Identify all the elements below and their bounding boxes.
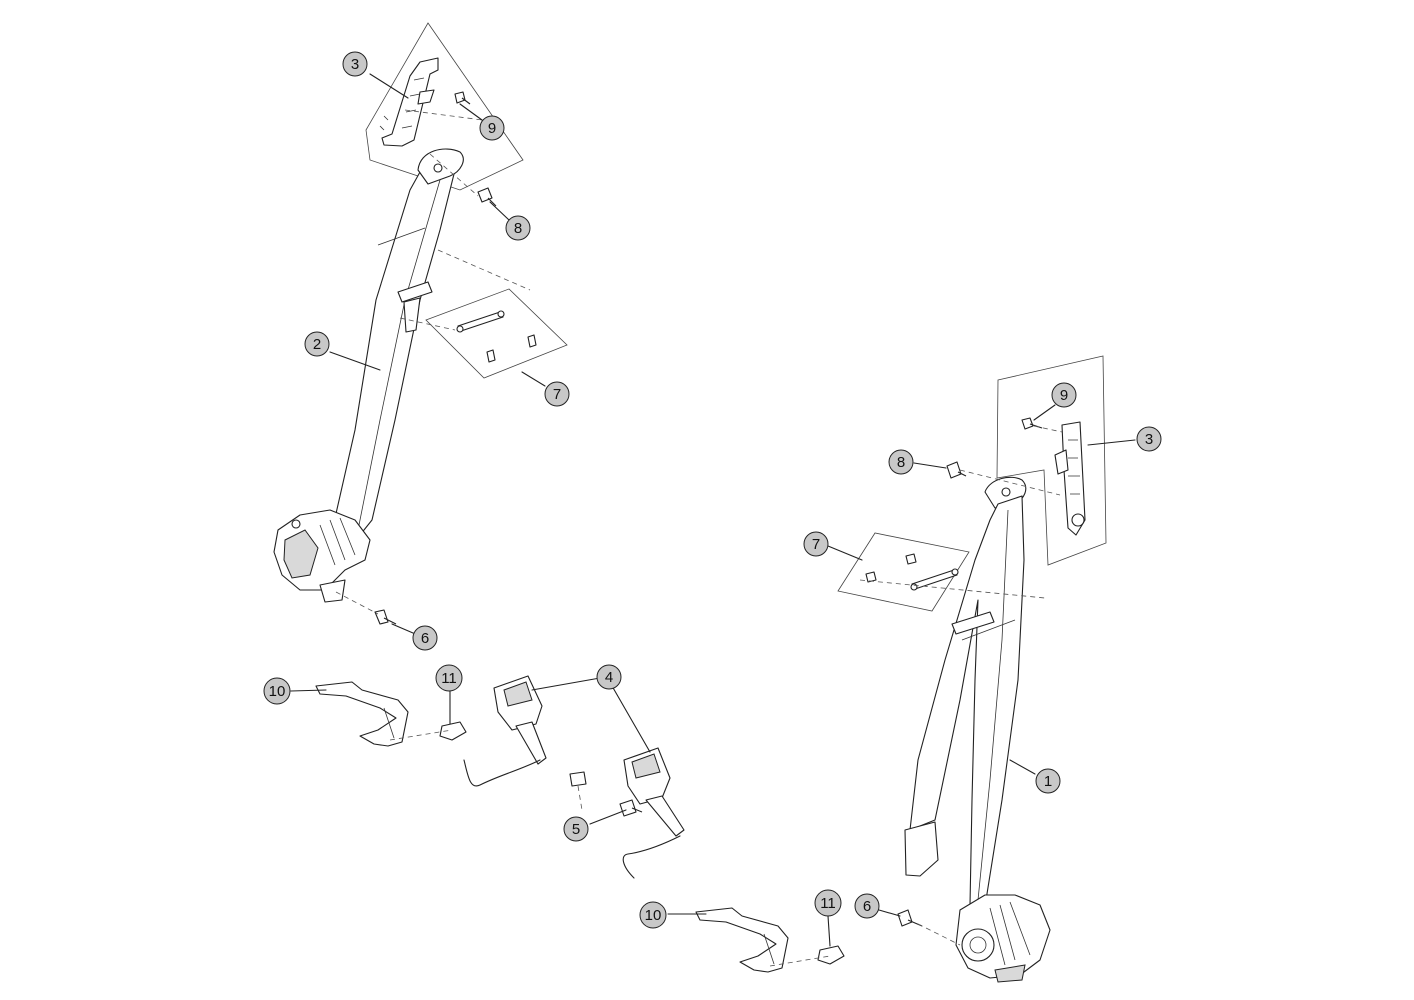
- callout-label-5: 5: [572, 821, 580, 838]
- callout-label-7-left: 7: [553, 386, 561, 403]
- right-seat-belt-assembly: [837, 355, 1107, 983]
- callout-label-3-left: 3: [351, 56, 359, 73]
- callout-4: 4: [596, 664, 622, 690]
- callout-label-10-left: 10: [269, 683, 286, 700]
- left-buckle-clip-11: [439, 721, 467, 741]
- buckle-assemblies: [315, 675, 845, 973]
- buckle-bolt-5-lower: [619, 799, 643, 817]
- upper-seat-buckle-4: [463, 675, 547, 787]
- callout-label-6-right: 6: [863, 898, 871, 915]
- callout-11-left: 11: [435, 664, 463, 692]
- left-bolt-kit-panel-7: [425, 288, 568, 379]
- left-belt-slider: [397, 281, 433, 303]
- left-belt-webbing: [329, 164, 456, 546]
- right-bolt-kit-panel-7: [837, 532, 970, 612]
- callout-3-right: 3: [1136, 426, 1162, 452]
- right-belt-slider: [951, 611, 995, 635]
- callout-2: 2: [304, 331, 330, 357]
- right-buckle-bracket-10: [695, 907, 789, 973]
- callout-label-4: 4: [605, 669, 613, 686]
- callout-label-8-left: 8: [514, 220, 522, 237]
- callout-6-right: 6: [854, 893, 880, 919]
- lower-seat-buckle-4: [622, 747, 685, 879]
- callout-label-11-left: 11: [441, 670, 457, 687]
- left-height-adjuster-part: [379, 57, 439, 147]
- left-kit-rod: [457, 311, 504, 332]
- right-height-adjuster-part: [1054, 421, 1086, 536]
- callout-6-left: 6: [412, 625, 438, 651]
- callout-11-right: 11: [814, 889, 842, 917]
- left-adjuster-detail-panel: [365, 22, 524, 191]
- left-seat-belt-assembly: [273, 22, 568, 625]
- right-belt-webbing: [909, 495, 1025, 906]
- right-adjuster-bolt-9: [1021, 417, 1043, 430]
- callout-label-2: 2: [313, 336, 321, 353]
- left-buckle-bracket-10: [315, 681, 409, 747]
- callout-label-3-right: 3: [1145, 431, 1153, 448]
- buckle-bolt-5-upper: [569, 771, 587, 787]
- left-retractor-bolt-6: [374, 609, 397, 625]
- right-belt-tongue-end: [904, 821, 939, 877]
- callout-leaders: [290, 73, 1136, 947]
- callout-1: 1: [1035, 768, 1061, 794]
- callout-label-9-left: 9: [488, 120, 496, 137]
- right-kit-rod: [911, 569, 958, 590]
- right-retractor-bolt-6: [897, 909, 923, 927]
- callout-label-9-right: 9: [1060, 387, 1068, 404]
- callout-label-11-right: 11: [820, 895, 836, 912]
- right-buckle-clip-11: [817, 945, 845, 965]
- callout-3-left: 3: [342, 51, 368, 77]
- callout-label-8-right: 8: [897, 454, 905, 471]
- right-anchor-bolt-8: [946, 461, 967, 479]
- callout-9-left: 9: [479, 115, 505, 141]
- callout-10-left: 10: [263, 677, 291, 705]
- callout-label-7-right: 7: [812, 536, 820, 553]
- left-retractor: [273, 509, 371, 603]
- right-adjuster-detail-panel: [996, 355, 1107, 566]
- callout-label-1: 1: [1044, 773, 1052, 790]
- callout-label-6-left: 6: [421, 630, 429, 647]
- left-anchor-bolt-8: [477, 187, 497, 207]
- right-retractor: [955, 894, 1051, 983]
- callout-8-left: 8: [505, 215, 531, 241]
- callout-7-right: 7: [803, 531, 829, 557]
- left-adjuster-bolt-9: [454, 91, 471, 105]
- callout-9-right: 9: [1051, 382, 1077, 408]
- callout-7-left: 7: [544, 381, 570, 407]
- callout-label-10-right: 10: [645, 907, 662, 924]
- callout-5: 5: [563, 816, 589, 842]
- callout-8-right: 8: [888, 449, 914, 475]
- callout-10-right: 10: [639, 901, 667, 929]
